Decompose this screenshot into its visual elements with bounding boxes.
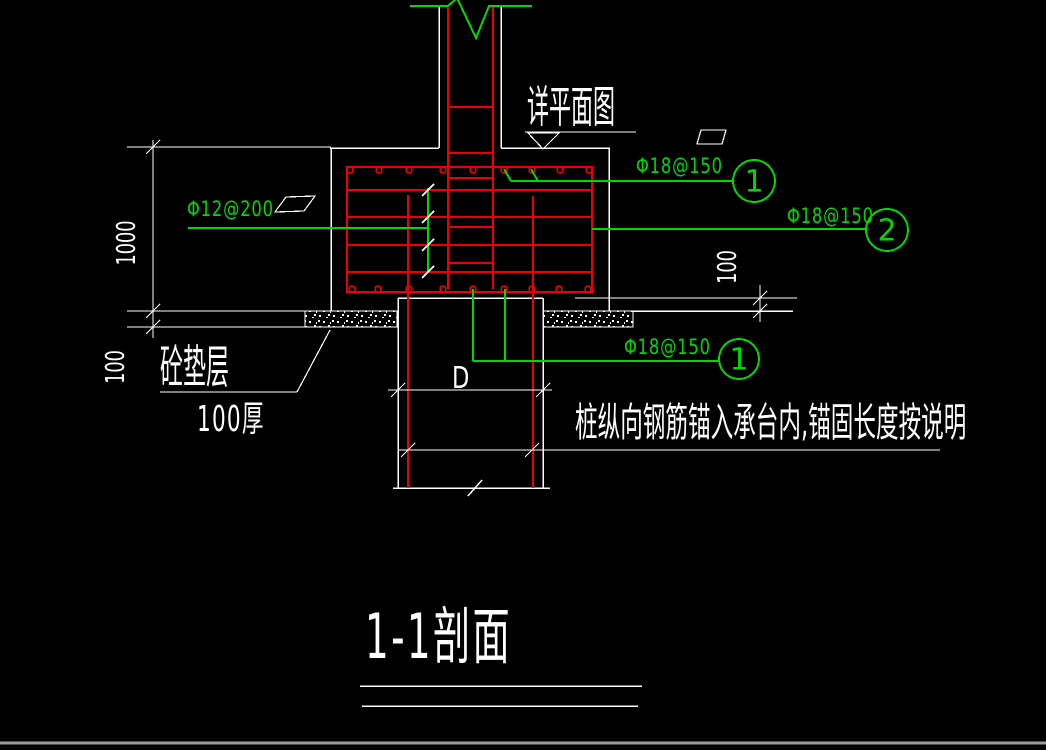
pile-break-slash [467, 479, 483, 497]
bedding-thickness-dimension: 100 [101, 350, 131, 384]
rebar-dot [405, 166, 413, 174]
plan-reference-label: 详平面图 [527, 82, 615, 133]
title-underline [360, 685, 642, 707]
callout-number: 2 [877, 214, 896, 249]
misc-symbols [273, 129, 727, 213]
bedding-leader [160, 329, 331, 393]
tick-mark [421, 183, 435, 197]
break-polyline [410, 0, 532, 41]
callout-circle-1-bottom [718, 338, 760, 380]
bedding-layer-left [304, 310, 398, 328]
pile-diameter-label: D [452, 361, 470, 396]
top-rebar-label: Φ18@150 [636, 154, 723, 178]
dim-tick [524, 442, 540, 458]
dim-tick [145, 319, 161, 335]
leader-stub [503, 168, 512, 182]
rebar-dot [374, 285, 382, 293]
pile-anchorage-note: 桩纵向钢筋锚入承台内,锚固长度按说明 [575, 400, 967, 446]
plan-ref-marker [525, 131, 636, 150]
dim-tick [400, 442, 416, 458]
dim-tick [535, 382, 551, 398]
cap-rebar [346, 166, 593, 293]
rebar-dot [585, 166, 593, 174]
parallelogram-symbol [696, 129, 727, 145]
dimension-pile-diameter [388, 382, 552, 398]
dim-tick [145, 139, 161, 155]
pile-note-leader [398, 442, 940, 458]
leader-stub [530, 168, 539, 182]
rebar-dot [584, 285, 592, 293]
callout-number: 1 [744, 165, 763, 200]
callout-circle-2 [865, 208, 909, 252]
leader-top-rebar: 1 [503, 159, 776, 203]
pile-rebar [407, 195, 534, 488]
side-rebar-label: Φ12@200 [187, 197, 274, 221]
bedding-layer-label: 砼垫层 [160, 340, 229, 394]
pile-outline [393, 297, 550, 497]
cap-height-dimension: 1000 [112, 220, 142, 266]
parallelogram-symbol [273, 195, 317, 213]
leader-diagonal [296, 329, 331, 393]
rebar-dot [439, 285, 447, 293]
tick-mark [421, 238, 435, 252]
dimension-right [575, 285, 797, 322]
column-outline [438, 7, 502, 148]
rebar-dot [556, 166, 564, 174]
bedding-thickness-label: 100厚 [197, 399, 265, 440]
rebar-dot [500, 166, 508, 174]
column-break-line [410, 0, 532, 41]
rebar-dot [439, 166, 447, 174]
bottom-rebar-label: Φ18@150 [624, 335, 711, 359]
cap-stirrup [346, 166, 593, 293]
column-rebar [447, 7, 494, 289]
section-title: 1-1剖面 [365, 600, 513, 673]
rebar-dot [375, 166, 383, 174]
rebar-dot [346, 166, 354, 174]
bedding-layer-right [542, 310, 634, 328]
pile-embed-dimension: 100 [713, 250, 743, 284]
mid-rebar-label: Φ18@150 [787, 204, 874, 228]
bedding-hatch-left [304, 310, 398, 328]
callout-circle-1-top [732, 159, 776, 203]
callout-number: 1 [729, 343, 748, 378]
rebar-dot [555, 285, 563, 293]
dim-tick [752, 303, 768, 319]
rebar-dot [469, 166, 477, 174]
dimension-left [127, 139, 331, 338]
tick-mark [421, 210, 435, 224]
leader-side-rebar [188, 183, 435, 279]
dim-tick [752, 290, 768, 306]
tick-mark [421, 265, 435, 279]
rebar-dot [528, 166, 536, 174]
cap-rebar-dots [346, 166, 593, 293]
dim-tick [145, 303, 161, 319]
leader-mid-rebar: 2 [592, 208, 909, 252]
dim-tick [390, 382, 406, 398]
bedding-hatch-right [542, 310, 634, 328]
leader-bottom-rebar: 1 [472, 289, 760, 380]
section-arrow [526, 132, 561, 150]
rebar-dot [348, 285, 356, 293]
